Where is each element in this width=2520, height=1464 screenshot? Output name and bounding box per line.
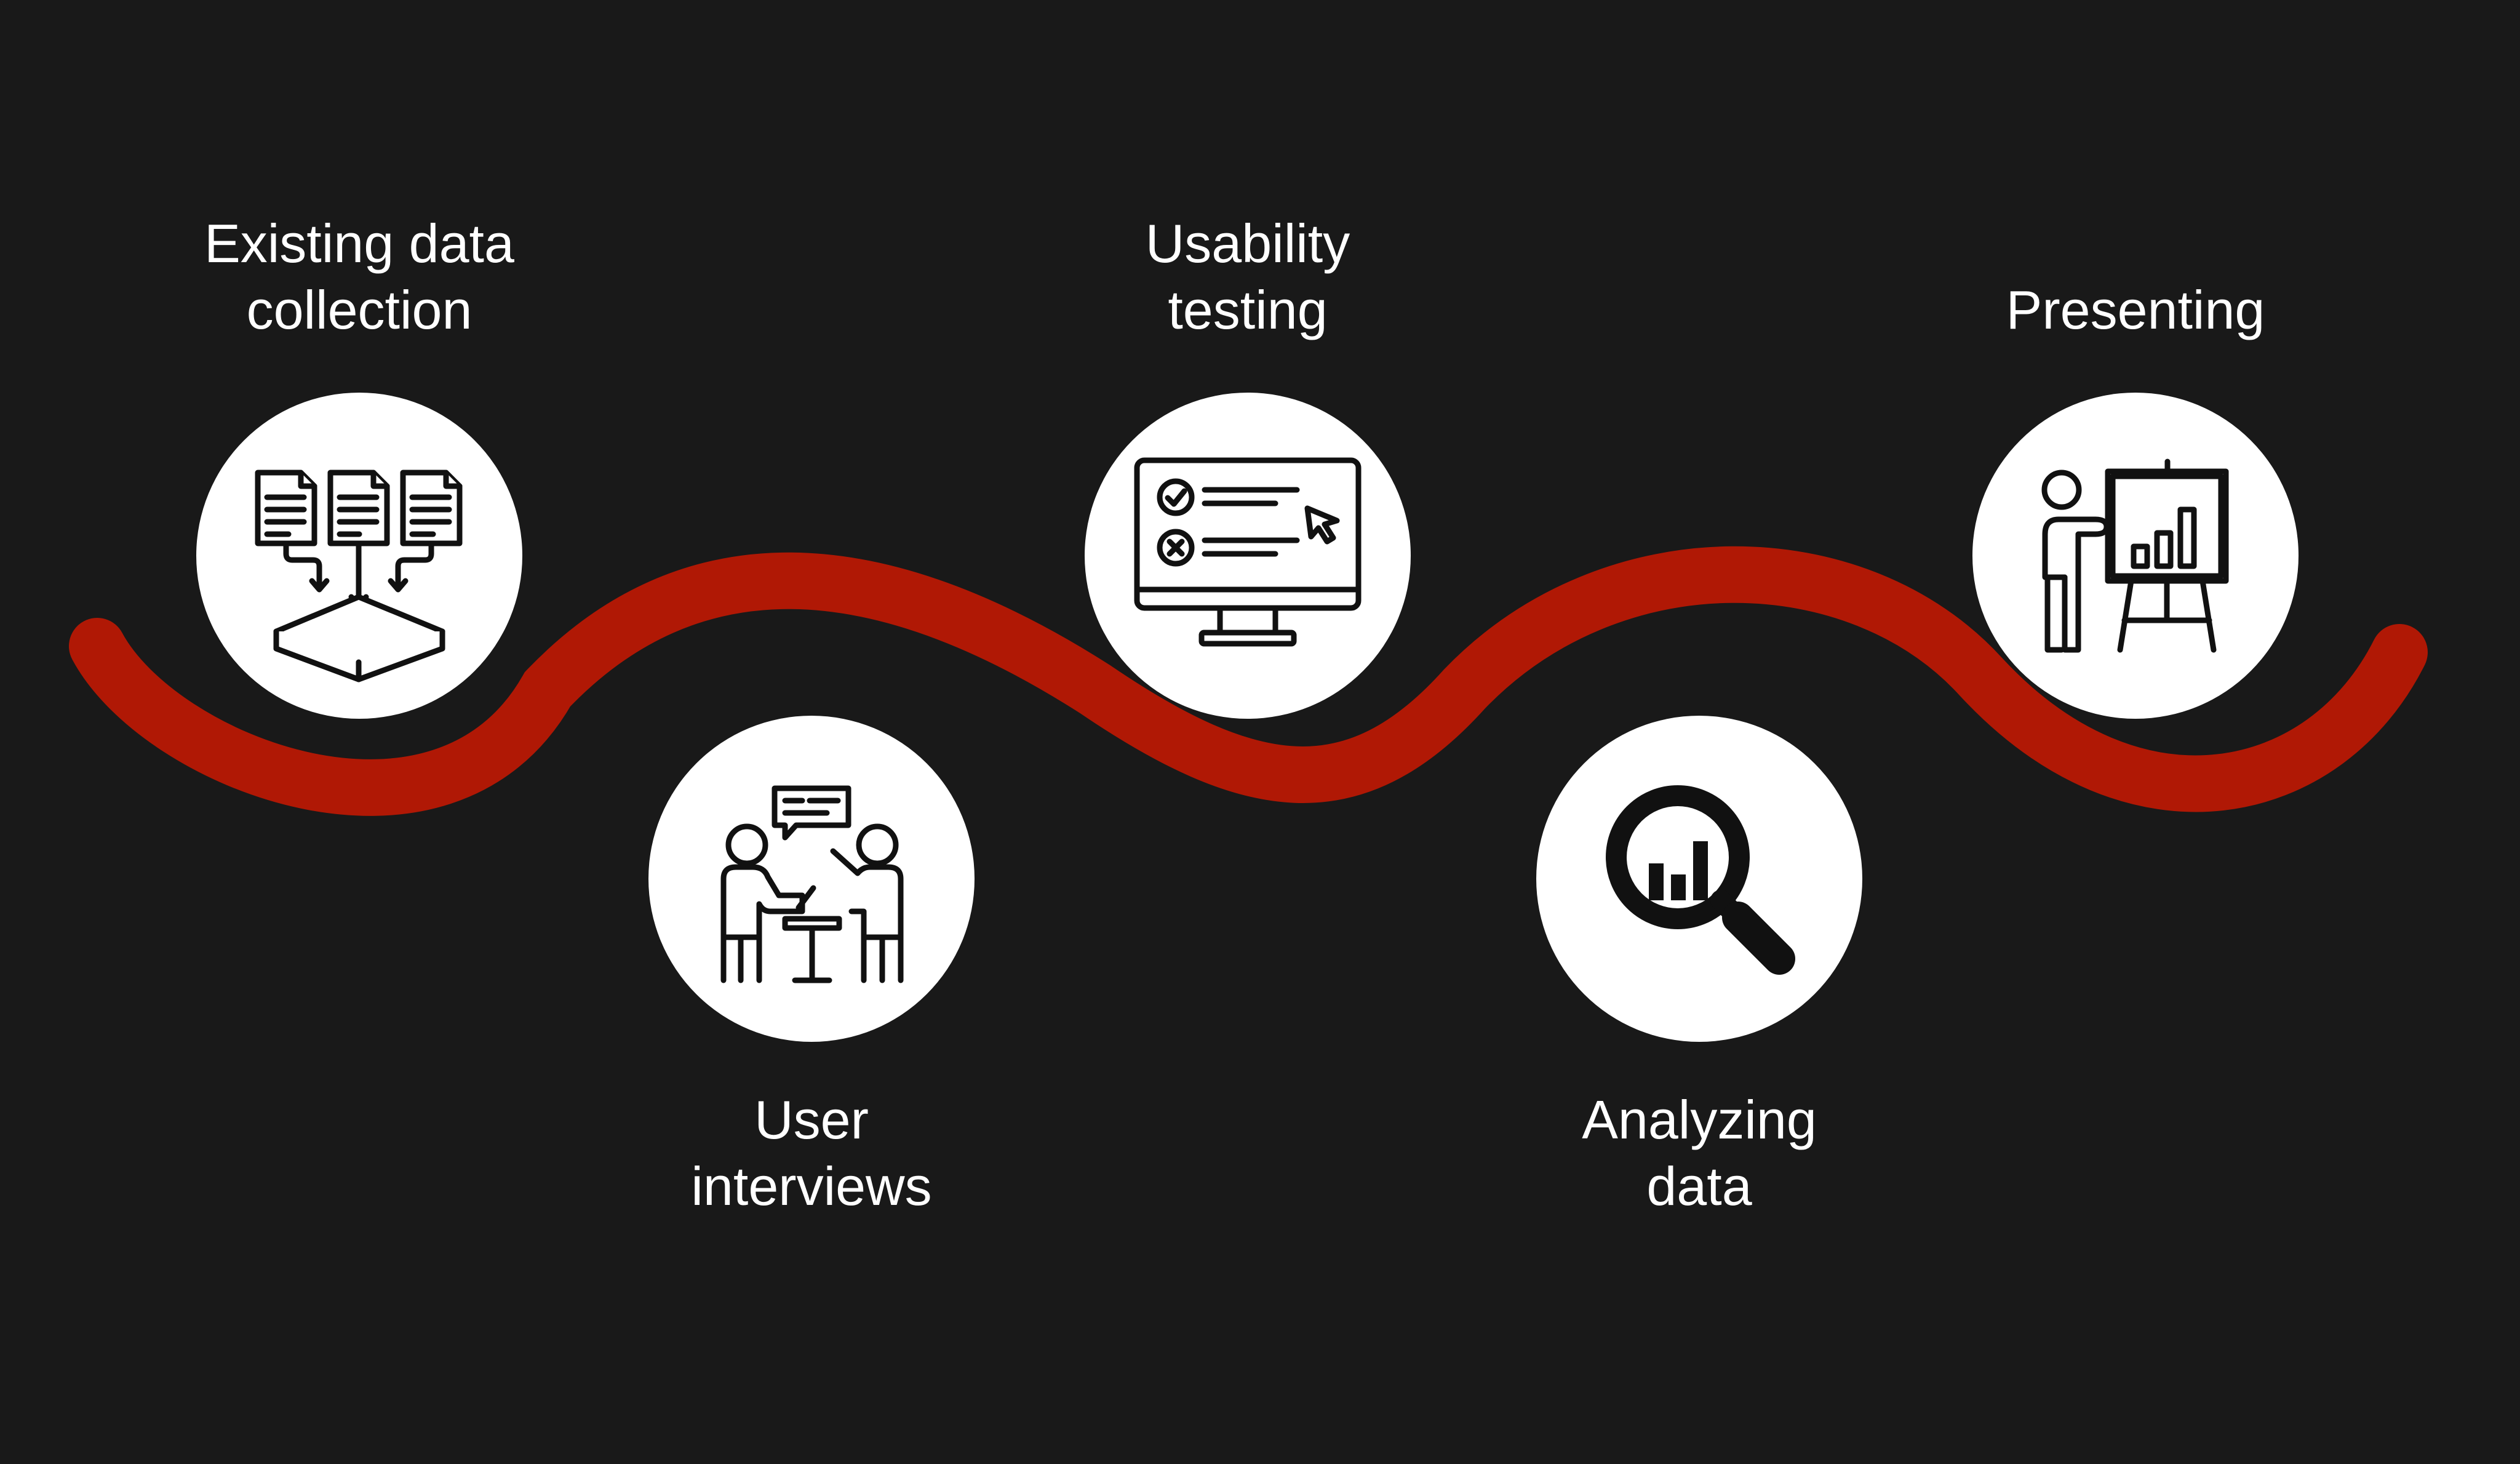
step-circle-existing-data-collection <box>196 393 522 719</box>
step-circle-user-interviews <box>648 716 975 1042</box>
step-label-existing-data-collection: Existing data collection <box>204 213 514 340</box>
documents-to-database-icon <box>255 470 463 682</box>
step-circle-usability-testing <box>1085 393 1411 719</box>
interview-meeting-icon <box>720 785 904 983</box>
presenter-board-icon <box>2041 458 2229 653</box>
monitor-checklist-icon <box>1134 457 1362 647</box>
step-circle-presenting <box>1972 393 2299 719</box>
step-circle-analyzing-data <box>1536 716 1862 1042</box>
step-label-analyzing-data: Analyzing data <box>1582 1089 1817 1217</box>
step-label-presenting: Presenting <box>2006 279 2265 340</box>
step-label-user-interviews: User interviews <box>691 1089 932 1217</box>
magnifier-chart-icon <box>1606 785 1795 975</box>
step-label-usability-testing: Usability testing <box>1145 213 1350 340</box>
